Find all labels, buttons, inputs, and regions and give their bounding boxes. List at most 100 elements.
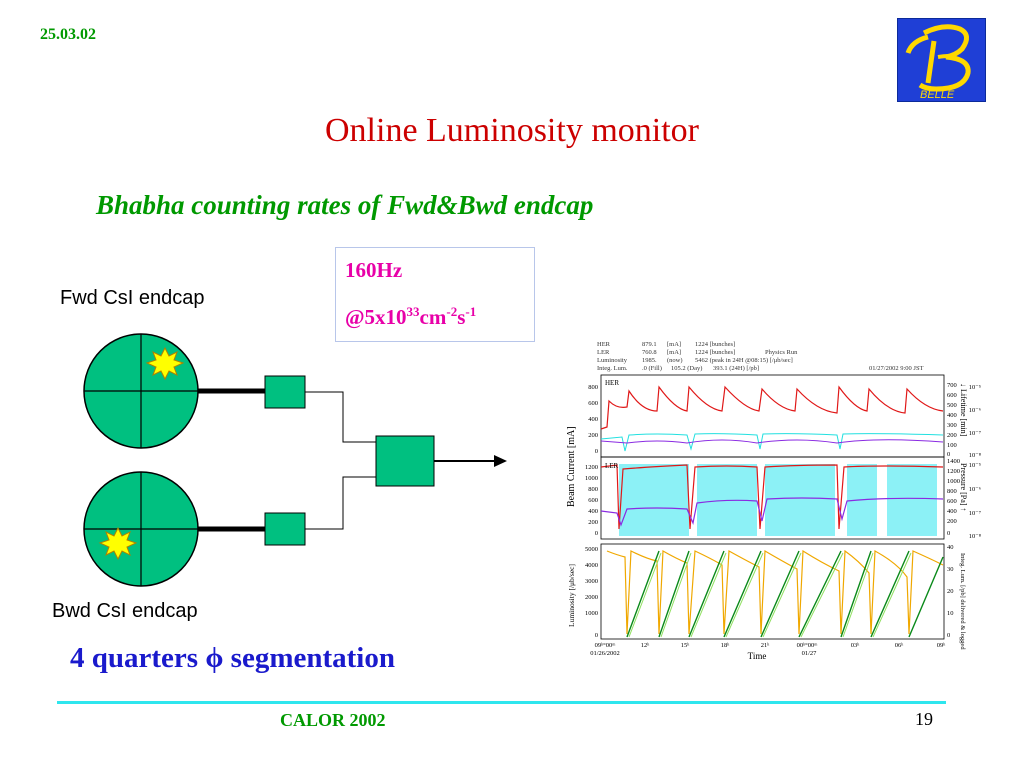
- svg-text:100: 100: [947, 442, 957, 449]
- slide-subtitle: Bhabha counting rates of Fwd&Bwd endcap: [96, 190, 594, 220]
- ler-label: LER: [605, 462, 619, 470]
- svg-text:1400: 1400: [947, 458, 960, 465]
- svg-text:40: 40: [947, 544, 954, 551]
- svg-text:600: 600: [947, 392, 957, 399]
- bwd-endcap-disc: [83, 471, 199, 587]
- footer-conference: CALOR 2002: [280, 710, 386, 730]
- svg-text:800: 800: [947, 488, 957, 495]
- svg-text:600: 600: [588, 497, 598, 504]
- time-axis-label: Time: [748, 651, 767, 661]
- svg-text:0: 0: [947, 451, 950, 458]
- svg-text:300: 300: [947, 422, 957, 429]
- combiner-box: [375, 435, 435, 487]
- svg-text:10⁻⁸: 10⁻⁸: [969, 452, 982, 459]
- fwd-hit-star-icon: [145, 346, 185, 381]
- svg-text:1000: 1000: [585, 610, 598, 617]
- svg-text:21ʰ: 21ʰ: [761, 642, 770, 649]
- page-number: 19: [915, 709, 933, 729]
- svg-text:879.1: 879.1: [642, 341, 657, 348]
- svg-text:30: 30: [947, 566, 954, 573]
- svg-text:01/26/2002: 01/26/2002: [590, 650, 620, 657]
- integ-lum-axis-label: Integ. Lum. [/pb] delivered & logged: [959, 553, 966, 650]
- svg-text:[mA]: [mA]: [667, 349, 681, 356]
- svg-text:12ʰ: 12ʰ: [641, 642, 650, 649]
- luminosity-traces: [606, 549, 944, 638]
- svg-text:200: 200: [947, 518, 957, 525]
- svg-text:10⁻⁶: 10⁻⁶: [969, 486, 981, 493]
- svg-text:200: 200: [588, 519, 598, 526]
- her-traces: [600, 385, 944, 452]
- svg-text:09ʰ°00ᵐ: 09ʰ°00ᵐ: [595, 642, 617, 649]
- ler-traces: [600, 464, 944, 536]
- svg-text:700: 700: [947, 382, 957, 389]
- svg-text:400: 400: [947, 508, 957, 515]
- lifetime-axis-label: ↓ Lifetime [min]: [959, 383, 968, 437]
- svg-text:200: 200: [588, 432, 598, 439]
- svg-text:0: 0: [595, 632, 598, 639]
- svg-text:800: 800: [588, 486, 598, 493]
- beam-current-axis-label: Beam Current [mA]: [566, 426, 577, 507]
- svg-text:06ʰ: 06ʰ: [895, 642, 904, 649]
- svg-text:1000: 1000: [947, 478, 960, 485]
- rate-box: 160Hz @5x1033cm-2s-1: [335, 247, 535, 342]
- svg-text:4000: 4000: [585, 562, 598, 569]
- svg-text:18ʰ: 18ʰ: [721, 642, 730, 649]
- svg-text:0: 0: [947, 632, 950, 639]
- plot-timestamp: 01/27/2002 9:00 JST: [869, 365, 924, 372]
- plot-info-table: HER 879.1 [mA] 1224 [bunches] LER 760.8 …: [597, 341, 924, 372]
- output-arrowhead-icon: [494, 455, 507, 467]
- svg-text:1200: 1200: [947, 468, 960, 475]
- svg-text:Luminosity: Luminosity: [597, 357, 628, 364]
- fwd-connector: [305, 391, 376, 443]
- svg-text:0: 0: [947, 530, 950, 537]
- svg-text:.0 (Fill): .0 (Fill): [642, 365, 662, 372]
- svg-text:03ʰ: 03ʰ: [851, 642, 860, 649]
- svg-text:10⁻⁵: 10⁻⁵: [969, 384, 981, 391]
- svg-text:0: 0: [595, 530, 598, 537]
- svg-text:760.8: 760.8: [642, 349, 657, 356]
- svg-text:0: 0: [595, 448, 598, 455]
- svg-text:LER: LER: [597, 349, 610, 356]
- svg-text:400: 400: [947, 412, 957, 419]
- svg-text:10⁻⁷: 10⁻⁷: [969, 430, 981, 437]
- svg-text:Integ. Lum.: Integ. Lum.: [597, 365, 628, 372]
- svg-text:15ʰ: 15ʰ: [681, 642, 690, 649]
- svg-text:1200: 1200: [585, 464, 598, 471]
- kekb-monitor-plot: HER 879.1 [mA] 1224 [bunches] LER 760.8 …: [547, 339, 984, 664]
- svg-text:5462 (peak in 24H @08:15) [/μ: 5462 (peak in 24H @08:15) [/μb/sec]: [695, 357, 793, 364]
- belle-logo: BELLE: [897, 18, 986, 102]
- slide-title: Online Luminosity monitor: [325, 112, 699, 149]
- svg-text:01/27: 01/27: [802, 650, 818, 657]
- bwd-connector: [305, 476, 376, 530]
- svg-text:10⁻⁷: 10⁻⁷: [969, 510, 981, 517]
- svg-text:105.2 (Day): 105.2 (Day): [671, 365, 702, 372]
- slide-date: 25.03.02: [40, 26, 96, 43]
- svg-text:[mA]: [mA]: [667, 341, 681, 348]
- svg-text:20: 20: [947, 588, 954, 595]
- svg-text:393.1 (24H) [/pb]: 393.1 (24H) [/pb]: [713, 365, 759, 372]
- fwd-module-box: [264, 375, 306, 409]
- svg-text:HER: HER: [597, 341, 611, 348]
- svg-text:400: 400: [588, 416, 598, 423]
- fwd-endcap-disc: [83, 333, 199, 449]
- svg-text:00ʰ°00ᵐ: 00ʰ°00ᵐ: [797, 642, 819, 649]
- svg-text:2000: 2000: [585, 594, 598, 601]
- lum-panel: [600, 543, 945, 640]
- endcap-diagram: [83, 333, 507, 587]
- svg-text:10⁻⁵: 10⁻⁵: [969, 462, 981, 469]
- ler-panel: [600, 456, 945, 540]
- svg-text:10⁻⁶: 10⁻⁶: [969, 407, 981, 414]
- svg-text:3000: 3000: [585, 578, 598, 585]
- svg-text:1985.: 1985.: [642, 357, 657, 364]
- svg-text:1224 [bunches]: 1224 [bunches]: [695, 341, 735, 348]
- bwd-endcap-label: Bwd CsI endcap: [52, 600, 198, 622]
- pressure-axis-label: Pressure [Pa] ↑: [959, 463, 968, 511]
- bwd-module-box: [264, 512, 306, 546]
- her-label: HER: [605, 379, 619, 387]
- svg-text:600: 600: [588, 400, 598, 407]
- fwd-endcap-label: Fwd CsI endcap: [60, 287, 205, 309]
- svg-text:1000: 1000: [585, 475, 598, 482]
- segmentation-label: 4 quarters ϕ segmentation: [70, 642, 395, 674]
- luminosity-axis-label: Luminosity [/μb/sec]: [567, 564, 576, 627]
- svg-text:10⁻⁸: 10⁻⁸: [969, 533, 982, 540]
